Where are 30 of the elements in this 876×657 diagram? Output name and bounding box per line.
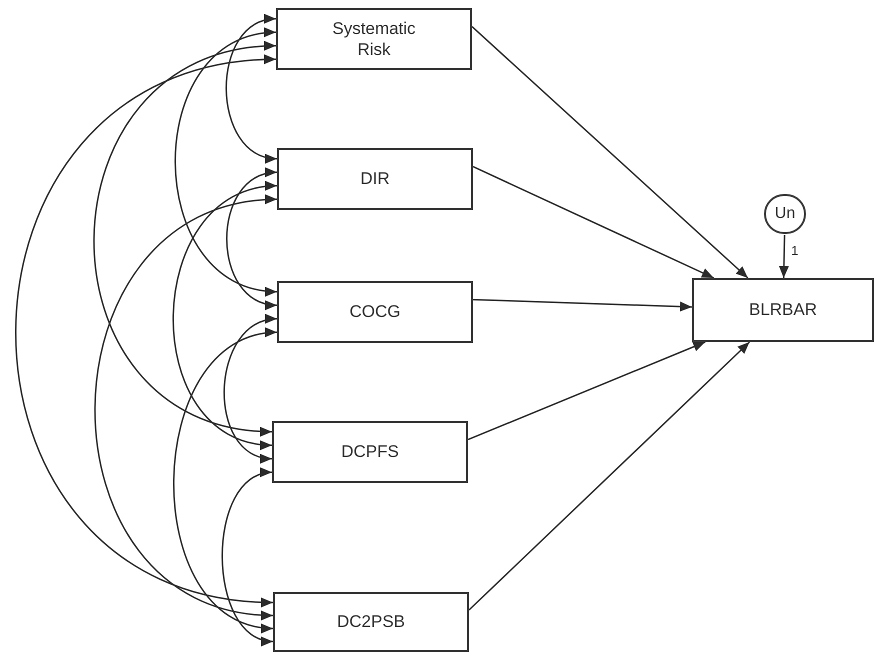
node-label: DCPFS	[341, 441, 399, 463]
arrow	[94, 196, 278, 619]
arrow	[174, 29, 278, 295]
variable-box	[692, 278, 874, 342]
arrow	[472, 26, 748, 279]
arrow	[172, 182, 278, 448]
arrow	[222, 470, 274, 644]
variable-box	[272, 421, 468, 483]
variable-box	[277, 281, 473, 343]
arrow	[15, 56, 276, 606]
variable-box	[273, 592, 469, 652]
variable-box	[277, 148, 473, 210]
arrow	[778, 234, 789, 278]
arrow	[93, 42, 276, 436]
node-label: DC2PSB	[336, 611, 406, 633]
node-label: Systematic Risk	[331, 18, 417, 60]
node-label: BLRBAR	[748, 299, 818, 321]
node-label: DIR	[360, 168, 390, 190]
arrow	[173, 330, 278, 632]
arrow	[224, 316, 278, 462]
edge-label: 1	[790, 244, 800, 258]
arrow	[226, 16, 278, 162]
node-label: COCG	[350, 301, 400, 323]
variable-box	[276, 8, 472, 70]
arrow	[468, 341, 750, 611]
arrow	[226, 169, 278, 308]
node-label: Un	[774, 204, 796, 224]
arrow	[472, 166, 714, 279]
arrow	[472, 298, 692, 312]
arrow	[468, 341, 706, 440]
